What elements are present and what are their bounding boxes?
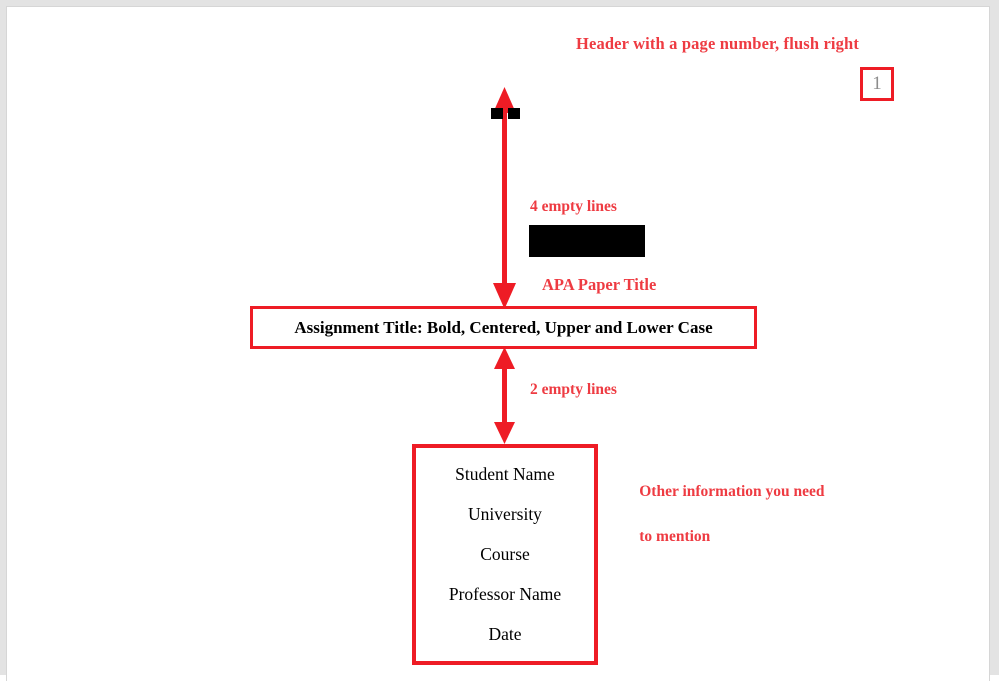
- selection-handle-left[interactable]: [491, 108, 503, 119]
- redaction-bar: [529, 225, 645, 257]
- page-number-box[interactable]: 1: [860, 67, 894, 101]
- assignment-title-text: Assignment Title: Bold, Centered, Upper …: [294, 317, 713, 337]
- document-page: Header with a page number, flush right 1…: [6, 6, 990, 681]
- assignment-title-box[interactable]: Assignment Title: Bold, Centered, Upper …: [250, 306, 757, 349]
- other-information-label: Other information you need to mention: [616, 459, 825, 571]
- two-empty-lines-arrow: [494, 347, 515, 444]
- selection-handle-right[interactable]: [508, 108, 520, 119]
- apa-paper-title-label: APA Paper Title: [542, 275, 657, 294]
- other-information-line-2: to mention: [639, 528, 711, 546]
- page-number-value: 1: [872, 73, 882, 94]
- info-line-student-name: Student Name: [455, 463, 555, 484]
- two-empty-lines-label: 2 empty lines: [530, 381, 617, 398]
- header-annotation-label: Header with a page number, flush right: [576, 34, 860, 53]
- info-line-course: Course: [480, 543, 530, 564]
- info-line-date: Date: [488, 624, 522, 645]
- info-line-university: University: [468, 503, 542, 524]
- author-information-box[interactable]: Student Name University Course Professor…: [412, 444, 598, 665]
- four-empty-lines-arrow: [493, 87, 516, 309]
- other-information-line-1: Other information you need: [639, 483, 825, 501]
- four-empty-lines-label: 4 empty lines: [530, 198, 617, 215]
- info-line-professor-name: Professor Name: [448, 584, 562, 605]
